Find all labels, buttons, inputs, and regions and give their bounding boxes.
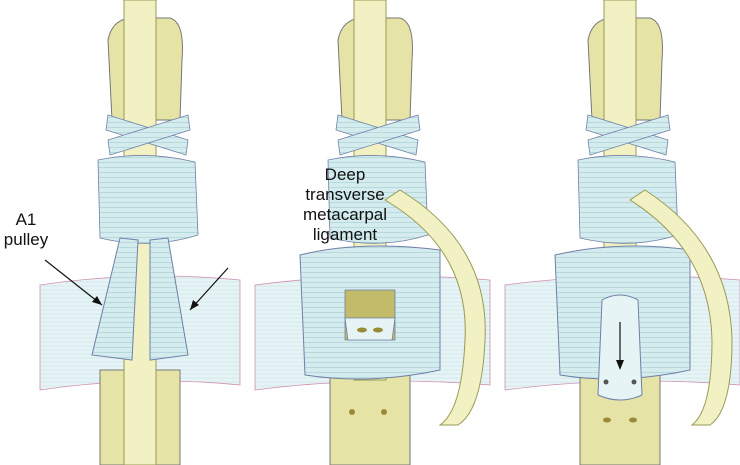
bone-foramen [381,409,387,415]
a1-arrowhead [92,296,102,305]
deep-transverse-metacarpal-ligament-label: Deep transverse metacarpal ligament [280,165,410,245]
ligament-label-line-1: Deep [324,165,366,184]
cruciate-pulley [587,114,671,156]
cruciate-pulley [337,114,421,156]
a1-pulley-flap-left [91,237,139,361]
rerouted-tendon [384,189,486,426]
suture-knot [631,379,637,385]
panel-2 [254,0,491,465]
direction-arrowhead [616,360,624,370]
rerouted-tendon [629,189,733,426]
panel-3 [504,0,740,465]
ligament-label-line-2: transverse [305,185,385,204]
a1-pulley-label-line-1: A1 [15,210,37,229]
cruciate-pulley [107,114,191,156]
a1-pulley-tab [344,317,396,341]
metacarpal-bone [329,369,411,465]
ligament-label-line-3: metacarpal [302,205,388,224]
annular-pulley [97,155,199,244]
suture-hole [603,417,611,423]
annular-pulley [327,155,429,244]
annular-pulley [577,155,679,244]
suture-hole [373,327,383,333]
suture-hole [357,327,367,333]
a1-pointer-arrow [44,259,103,306]
a1-pulley-flap-right [149,237,189,361]
a1-pulley-label-line-2: pulley [3,230,49,249]
bone-foramen [349,409,355,415]
panel-1 [39,0,241,465]
ligament-label-line-4: ligament [312,225,378,244]
suture-hole [629,417,637,423]
ligament-arrowhead [190,300,199,310]
a1-pulley-label: A1 pulley [0,210,52,250]
suture-knot [603,379,609,385]
